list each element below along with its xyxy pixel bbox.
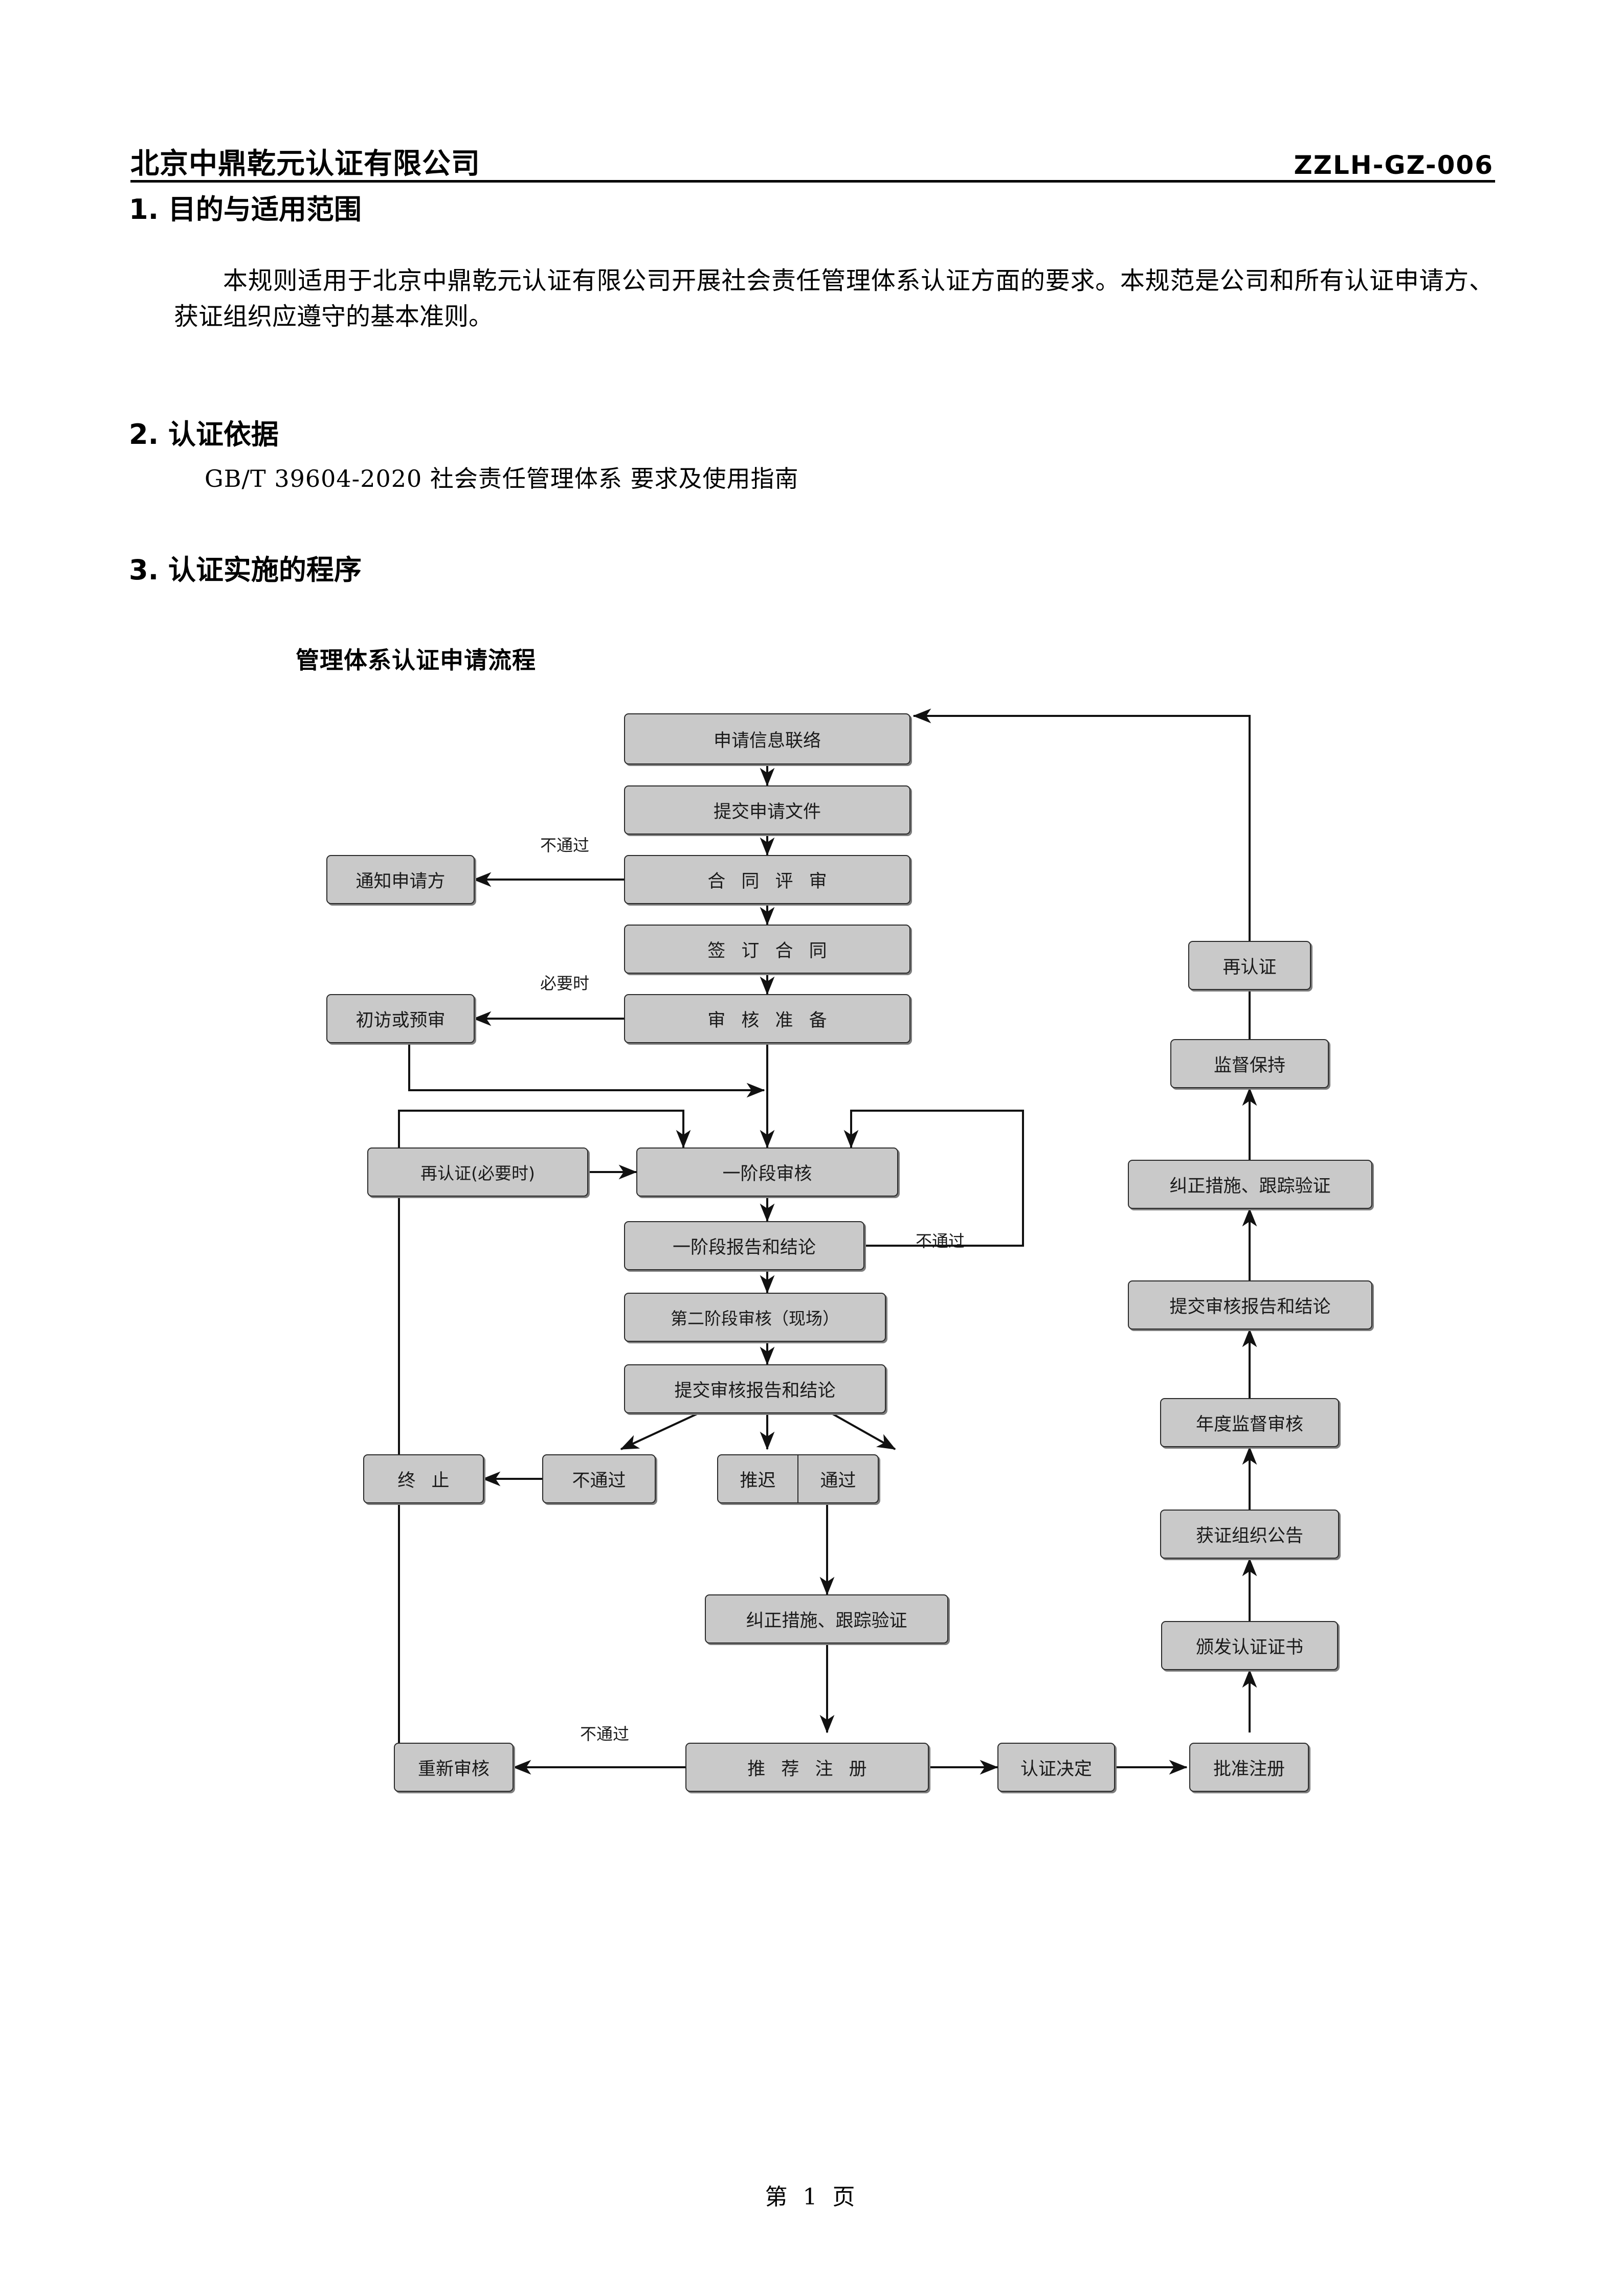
header-divider-rule [130, 180, 1495, 183]
node-label: 颁发认证证书 [1195, 1637, 1303, 1658]
node-label: 第二阶段审核（现场） [671, 1309, 839, 1329]
flow-node-submit-surveillance-report[interactable]: 提交审核报告和结论 [1128, 1280, 1372, 1330]
edge-label-stage-1-fail: 不通过 [916, 1231, 965, 1251]
flow-node-re-audit[interactable]: 重新审核 [394, 1743, 514, 1792]
flow-node-application-contact[interactable]: 申请信息联络 [624, 713, 910, 764]
flow-node-not-passed[interactable]: 不通过 [542, 1454, 656, 1503]
node-label: 通知申请方 [355, 871, 446, 892]
flow-node-approve-registration[interactable]: 批准注册 [1189, 1743, 1309, 1792]
flow-node-issue-certificate[interactable]: 颁发认证证书 [1161, 1621, 1338, 1670]
flow-node-stage-2-onsite-audit[interactable]: 第二阶段审核（现场） [624, 1293, 886, 1342]
page-footer: 第 1 页 [765, 2184, 859, 2210]
header-company-name: 北京中鼎乾元认证有限公司 [130, 147, 480, 181]
node-label: 监督保持 [1213, 1055, 1285, 1076]
node-label: 认证决定 [1020, 1759, 1092, 1780]
header-document-code: ZZLH-GZ-006 [1294, 150, 1494, 180]
flow-node-postpone-or-pass[interactable]: 推迟 通过 [717, 1454, 879, 1503]
flow-node-sign-contract[interactable]: 签 订 合 同 [624, 925, 910, 974]
edge-label-recommend-registration-fail: 不通过 [580, 1724, 630, 1744]
flow-node-pass[interactable]: 通过 [797, 1455, 878, 1502]
node-label: 再认证(必要时) [420, 1163, 535, 1183]
flow-node-stage-1-audit[interactable]: 一阶段审核 [636, 1147, 898, 1197]
node-label: 签 订 合 同 [707, 940, 832, 961]
node-label: 提交审核报告和结论 [674, 1380, 836, 1401]
flow-node-corrective-action-followup-verification[interactable]: 纠正措施、跟踪验证 [705, 1594, 948, 1644]
section-2-heading: 2. 认证依据 [129, 418, 279, 451]
page-header: 北京中鼎乾元认证有限公司 ZZLH-GZ-006 [130, 141, 1494, 182]
flow-node-certification-decision[interactable]: 认证决定 [997, 1743, 1115, 1792]
flow-node-recertification[interactable]: 再认证 [1188, 941, 1311, 990]
node-label: 初访或预审 [355, 1010, 446, 1031]
flow-node-terminate[interactable]: 终 止 [363, 1454, 484, 1503]
node-label: 申请信息联络 [713, 730, 821, 751]
node-label: 推 荐 注 册 [747, 1759, 872, 1780]
flow-node-annual-surveillance-audit[interactable]: 年度监督审核 [1160, 1398, 1339, 1447]
node-label: 推迟 [740, 1470, 776, 1491]
node-label: 再认证 [1222, 957, 1277, 978]
flow-node-stage-1-report-and-conclusion[interactable]: 一阶段报告和结论 [624, 1221, 864, 1270]
section-3-heading: 3. 认证实施的程序 [129, 554, 362, 586]
flow-node-audit-preparation[interactable]: 审 核 准 备 [624, 994, 910, 1043]
node-label: 提交申请文件 [713, 801, 821, 822]
section-1-heading: 1. 目的与适用范围 [129, 193, 362, 226]
node-label: 获证组织公告 [1195, 1525, 1303, 1546]
node-label: 批准注册 [1213, 1759, 1285, 1780]
section-1-paragraph: 本规则适用于北京中鼎乾元认证有限公司开展社会责任管理体系认证方面的要求。本规范是… [174, 266, 1494, 331]
node-label: 终 止 [397, 1470, 455, 1491]
section-2-standard-reference: GB/T 39604-2020 社会责任管理体系 要求及使用指南 [205, 465, 799, 492]
flow-node-pre-visit-or-pre-audit[interactable]: 初访或预审 [326, 994, 475, 1043]
flow-node-submit-audit-report-and-conclusion[interactable]: 提交审核报告和结论 [624, 1364, 886, 1413]
flow-node-notify-applicant[interactable]: 通知申请方 [326, 855, 475, 904]
flow-node-maintain-surveillance[interactable]: 监督保持 [1170, 1039, 1329, 1088]
flow-node-surveillance-corrective-action[interactable]: 纠正措施、跟踪验证 [1128, 1160, 1372, 1209]
flow-node-announce-certified-organization[interactable]: 获证组织公告 [1160, 1510, 1339, 1559]
flow-node-contract-review[interactable]: 合 同 评 审 [624, 855, 910, 904]
node-label: 纠正措施、跟踪验证 [1169, 1176, 1331, 1197]
node-label: 一阶段报告和结论 [672, 1237, 816, 1258]
edge-label-contract-review-fail: 不通过 [540, 836, 590, 855]
node-label: 不通过 [572, 1470, 626, 1491]
flow-node-postpone[interactable]: 推迟 [718, 1455, 797, 1502]
node-label: 审 核 准 备 [707, 1010, 832, 1031]
node-label: 年度监督审核 [1195, 1414, 1303, 1435]
flowchart-title: 管理体系认证申请流程 [296, 646, 536, 674]
flow-node-submit-application-docs[interactable]: 提交申请文件 [624, 785, 910, 835]
node-label: 通过 [820, 1470, 856, 1491]
node-label: 一阶段审核 [722, 1163, 812, 1184]
node-label: 合 同 评 审 [707, 871, 832, 892]
flow-node-recommend-registration[interactable]: 推 荐 注 册 [685, 1743, 929, 1792]
node-label: 提交审核报告和结论 [1169, 1296, 1331, 1317]
node-label: 纠正措施、跟踪验证 [746, 1610, 907, 1631]
node-label: 重新审核 [417, 1759, 490, 1780]
flow-node-recertification-if-needed[interactable]: 再认证(必要时) [367, 1147, 588, 1197]
edge-label-pre-audit-if-needed: 必要时 [540, 974, 590, 993]
